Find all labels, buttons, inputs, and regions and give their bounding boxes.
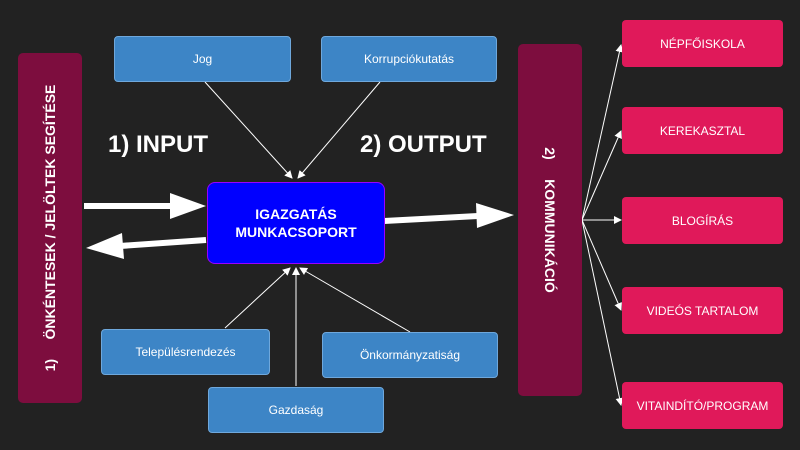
arrow-telepules-to-core [224,267,291,329]
channel-videos-tartalom: VIDEÓS TARTALOM [622,287,783,334]
arrow-to-nepfoiskola [581,44,624,221]
volunteers-bar-label: 1) ÖNKÉNTESEK / JELÖLTEK SEGÍTÉSE [42,85,58,372]
arrow-korrupcio-to-core [297,81,381,179]
topic-korrupciokutatas: Korrupciókutatás [321,36,497,82]
channel-nepfoiskola: NÉPFŐISKOLA [622,20,783,67]
communication-bar-number: 2) [542,147,558,160]
arrow-onkormanyzat-to-core [299,267,411,333]
core-working-group: IGAZGATÁS MUNKACSOPORT [207,182,385,264]
channel-blogiras: BLOGÍRÁS [622,197,783,244]
volunteers-bar-text: ÖNKÉNTESEK / JELÖLTEK SEGÍTÉSE [42,84,58,340]
output-arrow [383,203,514,228]
topic-onkormanyzatisag: Önkormányzatiság [322,332,498,378]
channel-kerekasztal: KEREKASZTAL [622,107,783,154]
topic-jog: Jog [114,36,291,82]
input-label: 1) INPUT [108,131,209,158]
volunteers-bar: 1) ÖNKÉNTESEK / JELÖLTEK SEGÍTÉSE [18,53,82,403]
core-line-2: MUNKACSOPORT [235,224,357,240]
volunteers-bar-number: 1) [42,358,58,372]
core-line-1: IGAZGATÁS [255,206,337,222]
arrow-to-vitaindito [581,219,624,406]
arrow-to-videos [581,219,622,311]
topic-telepulesrendezes: Településrendezés [101,329,270,375]
channel-vitaindito-program: VITAINDÍTÓ/PROGRAM [622,382,783,429]
communication-bar: 2) KOMMUNIKÁCIÓ [518,44,582,396]
topic-gazdasag: Gazdaság [208,387,384,433]
input-arrow [84,193,206,219]
return-arrow [86,233,207,259]
communication-bar-label: 2) KOMMUNIKÁCIÓ [542,147,558,292]
communication-bar-text: KOMMUNIKÁCIÓ [542,179,558,293]
output-label: 2) OUTPUT [360,131,487,158]
arrow-jog-to-core [204,81,293,179]
arrow-to-kerekasztal [581,130,622,221]
